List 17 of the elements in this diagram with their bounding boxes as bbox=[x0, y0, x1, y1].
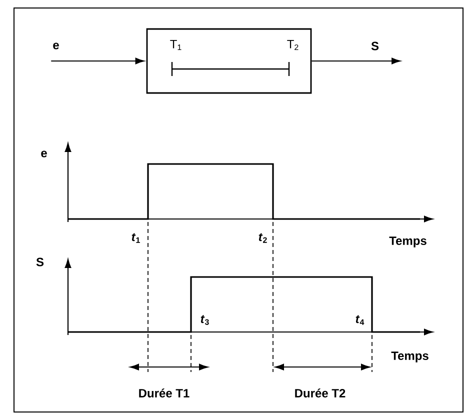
axis-label: S bbox=[35, 256, 45, 268]
axis-label: e bbox=[40, 150, 48, 158]
block-box bbox=[146, 28, 312, 94]
time-label: t$_{4}$ bbox=[354, 314, 366, 326]
duration-label: Durée T2 bbox=[293, 388, 347, 398]
arrow bbox=[51, 58, 144, 64]
time-label: t$_{1}$ bbox=[130, 232, 142, 244]
signal-label: S bbox=[371, 42, 379, 50]
axis-label: Temps bbox=[390, 350, 430, 364]
signal-label: e bbox=[53, 42, 59, 50]
parameter-label: T$_{1}$ bbox=[170, 40, 182, 50]
time-label: t$_{3}$ bbox=[199, 314, 211, 326]
time-label: t$_{2}$ bbox=[257, 232, 269, 244]
arrow bbox=[312, 58, 400, 64]
duration-label: Durée T1 bbox=[137, 388, 191, 398]
parameter-label: T$_{2}$ bbox=[287, 40, 298, 50]
axis-label: Temps bbox=[388, 236, 428, 248]
